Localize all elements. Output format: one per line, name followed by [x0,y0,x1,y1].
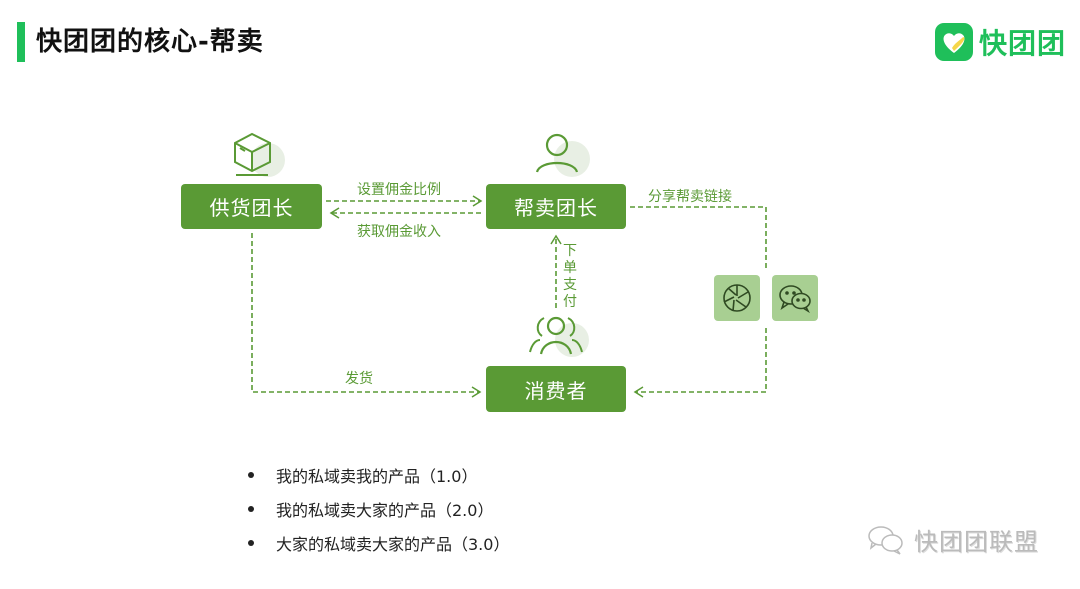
edge-ship [251,233,482,398]
moments-icon [714,275,760,321]
person-icon [535,133,590,177]
label-ship: 发货 [345,371,373,387]
watermark: 快团团联盟 [866,522,1039,557]
node-supplier-leader: 供货团长 [181,184,322,229]
label-order-pay: 下单支付 [563,243,577,310]
bullet-item: 大家的私域卖大家的产品（3.0） [248,526,509,560]
node-consumer: 消费者 [486,366,626,412]
brand-logo: 快团团 [935,23,1066,61]
wechat-icon [772,275,818,321]
label-set-commission: 设置佣金比例 [357,182,441,198]
edge-share-link [630,206,767,268]
group-icon [529,316,589,357]
logo-heart-icon [935,23,973,61]
label-get-commission: 获取佣金收入 [357,224,441,240]
node-helper-leader: 帮卖团长 [486,184,626,229]
wechat-watermark-icon [868,525,903,555]
page-title: 快团团的核心-帮卖 [36,27,264,57]
edge-share-link-lower [633,328,767,398]
box-icon [234,132,285,177]
bullet-item: 我的私域卖我的产品（1.0） [248,458,509,492]
title-accent-bar [17,22,25,62]
label-share-link: 分享帮卖链接 [648,189,732,205]
bullet-list: 我的私域卖我的产品（1.0） 我的私域卖大家的产品（2.0） 大家的私域卖大家的… [248,458,509,560]
bullet-item: 我的私域卖大家的产品（2.0） [248,492,509,526]
logo-text: 快团团 [979,27,1067,60]
